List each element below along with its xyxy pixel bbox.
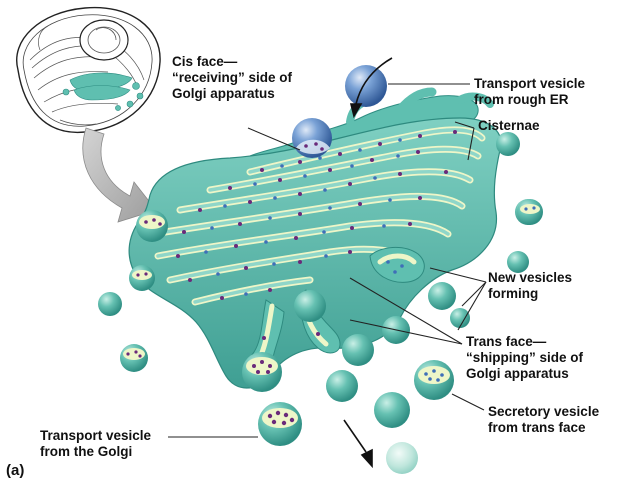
label-line: forming	[488, 286, 572, 302]
label-line: Cisternae	[478, 118, 540, 134]
label-line: Trans face—	[466, 334, 583, 350]
cutaway-vesicle	[120, 344, 148, 372]
label-line: Cis face—	[172, 54, 292, 70]
cutaway-vesicle	[517, 199, 543, 225]
cutaway-vesicle	[242, 352, 282, 392]
label-transport-vesicle-golgi: Transport vesicle from the Golgi	[40, 428, 151, 460]
label-line: from trans face	[488, 420, 599, 436]
label-line: Transport vesicle	[474, 76, 585, 92]
label-line: “receiving” side of	[172, 70, 292, 86]
er-transport-vesicle	[345, 65, 387, 107]
label-line: Golgi apparatus	[466, 366, 583, 382]
cutaway-vesicle	[136, 210, 168, 242]
label-line: “shipping” side of	[466, 350, 583, 366]
cutaway-vesicle	[129, 265, 155, 291]
label-line: Secretory vesicle	[488, 404, 599, 420]
label-transport-vesicle-er: Transport vesicle from rough ER	[474, 76, 585, 108]
golgi-transport-vesicle	[258, 402, 302, 446]
secretory-vesicle	[414, 360, 454, 400]
label-secretory-vesicle: Secretory vesicle from trans face	[488, 404, 599, 436]
label-cis-face: Cis face— “receiving” side of Golgi appa…	[172, 54, 292, 102]
label-new-vesicles: New vesicles forming	[488, 270, 572, 302]
label-line: Transport vesicle	[40, 428, 151, 444]
label-trans-face: Trans face— “shipping” side of Golgi app…	[466, 334, 583, 382]
label-line: from the Golgi	[40, 444, 151, 460]
label-cisternae: Cisternae	[478, 118, 540, 134]
zoom-arrow	[83, 128, 156, 222]
label-line: from rough ER	[474, 92, 585, 108]
label-line: New vesicles	[488, 270, 572, 286]
panel-letter: (a)	[6, 462, 24, 479]
cell-thumbnail	[17, 8, 160, 133]
label-line: Golgi apparatus	[172, 86, 292, 102]
